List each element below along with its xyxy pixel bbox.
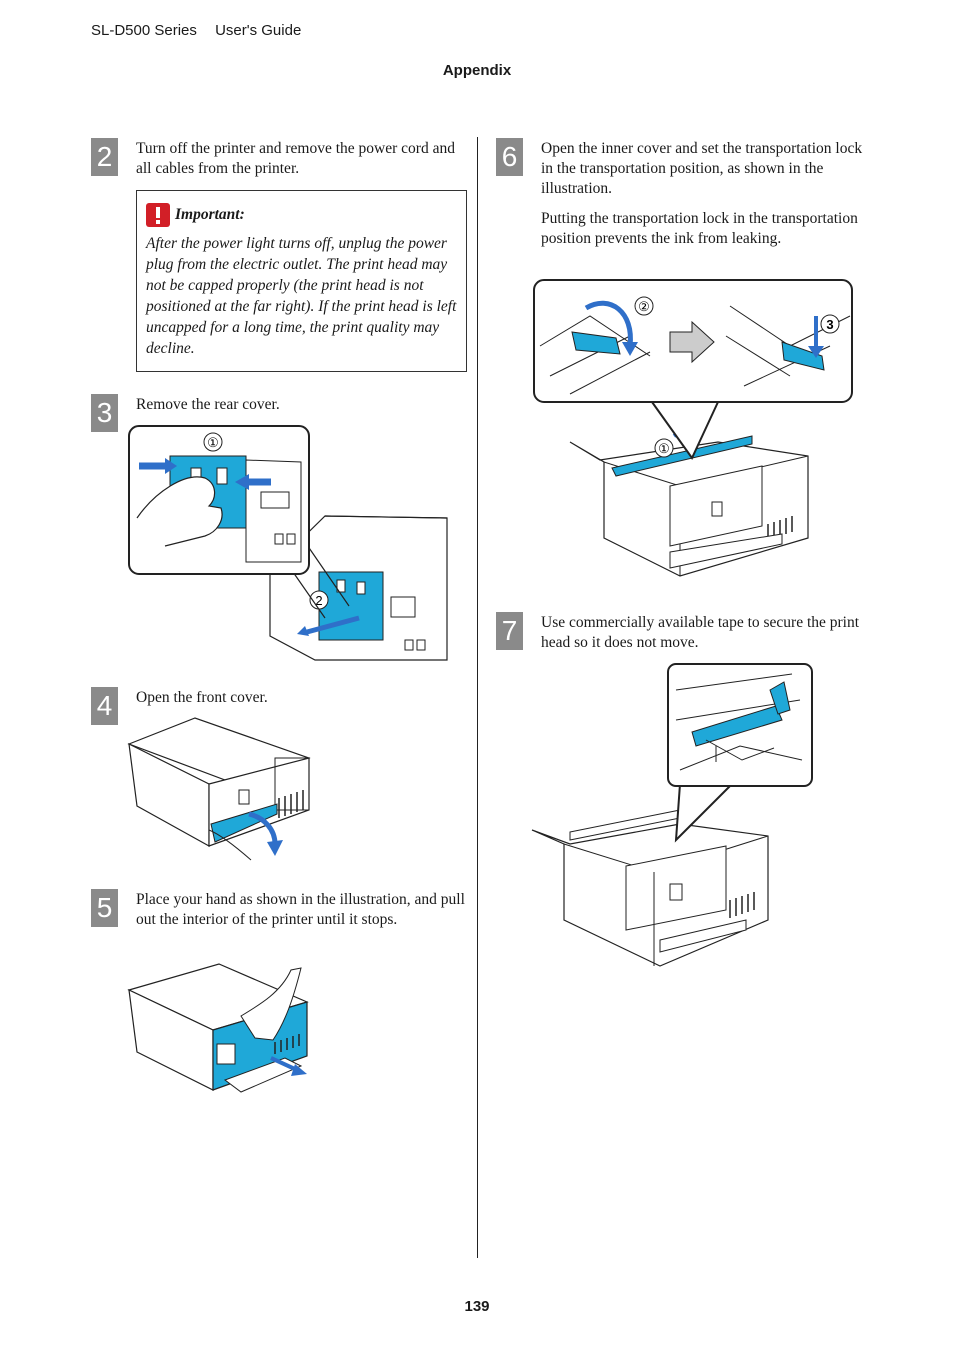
rear-cover-illustration: 2 ① — [128, 425, 448, 661]
callout-1: ① — [207, 435, 219, 450]
step-3-text: Remove the rear cover. — [136, 396, 280, 413]
important-label: Important: — [175, 206, 245, 223]
transport-lock-illustration: ① ② 3 — [533, 279, 853, 577]
step-number-5: 5 — [91, 889, 118, 927]
step-7-text: Use commercially available tape to secur… — [541, 614, 860, 651]
running-header: SL-D500 Series User's Guide — [91, 22, 315, 39]
pull-interior-illustration — [127, 963, 309, 1093]
callout-2-lock: ② — [638, 299, 650, 314]
step-number-3: 3 — [91, 394, 118, 432]
guide-name: User's Guide — [215, 22, 302, 39]
step-number-2: 2 — [91, 138, 118, 176]
series-name: SL-D500 Series — [91, 22, 197, 39]
important-body: After the power light turns off, unplug … — [146, 235, 457, 357]
section-title: Appendix — [442, 62, 512, 79]
callout-3-lock: 3 — [826, 317, 833, 332]
step-number-7: 7 — [496, 612, 523, 650]
alert-icon — [146, 203, 170, 227]
step-6-text-2: Putting the transportation lock in the t… — [541, 210, 858, 247]
step-number-4: 4 — [91, 687, 118, 725]
step-4-text: Open the front cover. — [136, 689, 268, 706]
important-box: Important: After the power light turns o… — [136, 190, 467, 372]
tape-print-head-illustration — [531, 663, 813, 967]
step-5-text: Place your hand as shown in the illustra… — [136, 891, 465, 928]
important-title: Important: — [146, 203, 245, 227]
front-cover-illustration — [127, 717, 311, 861]
callout-2: 2 — [315, 593, 322, 608]
step-6-text: Open the inner cover and set the transpo… — [541, 140, 863, 197]
page-number: 139 — [464, 1298, 490, 1315]
step-number-6: 6 — [496, 138, 523, 176]
step-2-text: Turn off the printer and remove the powe… — [136, 140, 455, 177]
column-divider — [477, 137, 478, 1258]
callout-1-lock: ① — [658, 441, 670, 456]
